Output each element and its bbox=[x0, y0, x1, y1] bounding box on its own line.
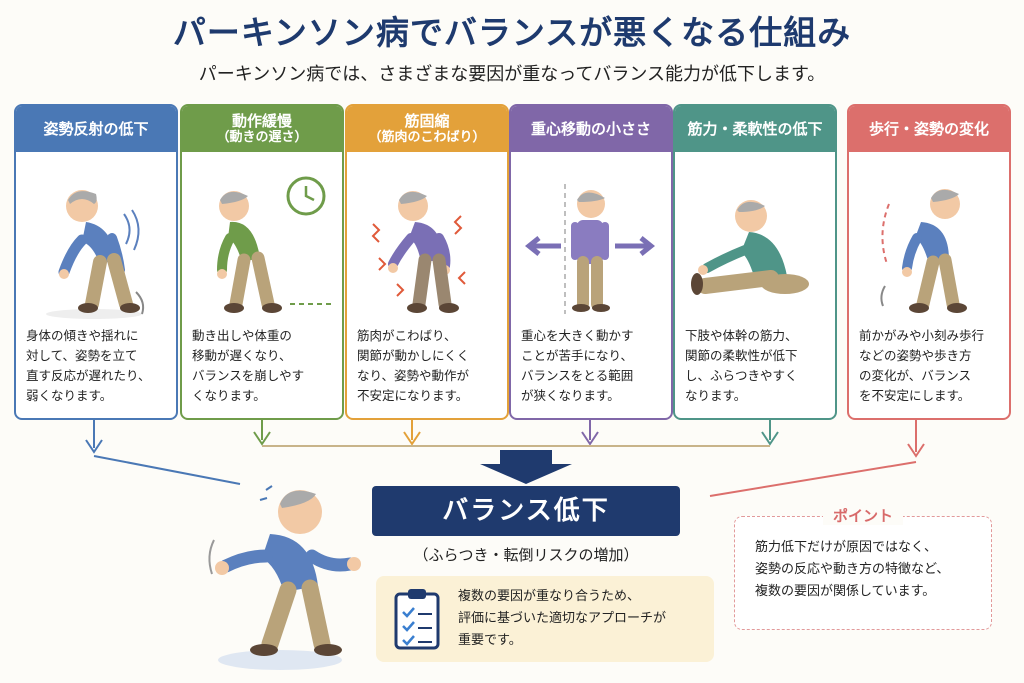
desc-line: 不安定になります。 bbox=[357, 388, 469, 403]
stiff-muscles-man-illustration bbox=[371, 191, 466, 313]
desc-line: なり、姿勢や動作が bbox=[357, 368, 470, 383]
factor-card-header: 筋固縮 （筋肉のこわばり） bbox=[347, 106, 507, 152]
note-line: 重要です。 bbox=[458, 633, 522, 648]
factor-title: 重心移動の小ささ bbox=[530, 119, 651, 138]
point-line: 複数の要因が関係しています。 bbox=[755, 584, 936, 599]
desc-line: し、ふらつきやすく bbox=[685, 368, 798, 383]
point-title: ポイント bbox=[822, 507, 903, 525]
desc-line: くなります。 bbox=[192, 388, 266, 403]
factor-card-gait-posture: 歩行・姿勢の変化 前かがみや小刻み歩行 などの姿勢や歩き方 の変化が、バランス … bbox=[847, 104, 1011, 420]
desc-line: ことが苦手になり、 bbox=[521, 348, 634, 363]
desc-line: 身体の傾きや揺れに bbox=[26, 328, 139, 343]
desc-line: バランスをとる範囲 bbox=[521, 368, 634, 383]
desc-line: 動き出しや体重の bbox=[192, 328, 292, 343]
factor-card-postural-reflex: 姿勢反射の低下 身体の傾きや揺れに 対して、姿勢を立て 直す反応が遅れたり、 弱… bbox=[14, 104, 178, 420]
factor-description: 動き出しや体重の 移動が遅くなり、 バランスを崩しやす くなります。 bbox=[192, 326, 338, 406]
page-subtitle: パーキンソン病では、さまざまな要因が重なってバランス能力が低下します。 bbox=[198, 64, 826, 85]
factor-description: 前かがみや小刻み歩行 などの姿勢や歩き方 の変化が、バランス を不安定にします。 bbox=[859, 326, 1005, 406]
factor-description: 身体の傾きや揺れに 対して、姿勢を立て 直す反応が遅れたり、 弱くなります。 bbox=[26, 326, 172, 406]
point-line: 姿勢の反応や動き方の特徴など、 bbox=[755, 562, 950, 577]
factor-card-weight-shift: 重心移動の小ささ 重心を大きく動かす ことが苦手になり、 バランスをとる範囲 が… bbox=[509, 104, 673, 420]
factor-title: 動作緩慢 bbox=[231, 111, 292, 130]
desc-line: 下肢や体幹の筋力、 bbox=[685, 328, 798, 343]
unsteady-elderly-man-illustration bbox=[208, 485, 361, 670]
desc-line: 弱くなります。 bbox=[26, 388, 113, 403]
factor-card-strength-flexibility: 筋力・柔軟性の低下 下肢や体幹の筋力、 関節の柔軟性が低下 し、ふらつきやすく … bbox=[673, 104, 837, 420]
factor-card-header: 筋力・柔軟性の低下 bbox=[675, 106, 835, 152]
balance-decline-box: バランス低下 bbox=[372, 486, 680, 536]
desc-line: なります。 bbox=[685, 388, 747, 403]
factor-card-header: 歩行・姿勢の変化 bbox=[849, 106, 1009, 152]
factor-subtitle: （筋肉のこわばり） bbox=[368, 130, 486, 146]
desc-line: などの姿勢や歩き方 bbox=[859, 348, 972, 363]
slow-walking-man-illustration bbox=[217, 176, 332, 313]
factor-card-bradykinesia: 動作緩慢 （動きの遅さ） 動き出しや体重の 移動が遅くなり、 バランスを崩しやす… bbox=[180, 104, 344, 420]
factor-description: 下肢や体幹の筋力、 関節の柔軟性が低下 し、ふらつきやすく なります。 bbox=[685, 326, 831, 406]
approach-note: 複数の要因が重なり合うため、 評価に基づいた適切なアプローチが 重要です。 bbox=[376, 576, 714, 662]
desc-line: 対して、姿勢を立て bbox=[26, 348, 138, 363]
point-text: 筋力低下だけが原因ではなく、 姿勢の反応や動き方の特徴など、 複数の要因が関係し… bbox=[755, 537, 985, 603]
note-line: 複数の要因が重なり合うため、 bbox=[458, 589, 641, 604]
factor-card-header: 姿勢反射の低下 bbox=[16, 106, 176, 152]
point-line: 筋力低下だけが原因ではなく、 bbox=[755, 540, 938, 555]
standing-man-weight-shift-illustration bbox=[524, 184, 656, 314]
desc-line: 前かがみや小刻み歩行 bbox=[859, 328, 985, 343]
desc-line: 関節の柔軟性が低下 bbox=[685, 348, 798, 363]
stooped-elderly-man-illustration bbox=[46, 190, 145, 319]
factor-description: 重心を大きく動かす ことが苦手になり、 バランスをとる範囲 が狭くなります。 bbox=[521, 326, 667, 406]
desc-line: 移動が遅くなり、 bbox=[192, 348, 292, 363]
factor-title: 筋力・柔軟性の低下 bbox=[687, 119, 823, 138]
factor-title: 姿勢反射の低下 bbox=[43, 119, 149, 138]
point-box: ポイント 筋力低下だけが原因ではなく、 姿勢の反応や動き方の特徴など、 複数の要… bbox=[734, 507, 992, 630]
forward-leaning-walk-illustration bbox=[880, 189, 967, 313]
factor-card-header: 重心移動の小ささ bbox=[511, 106, 671, 152]
page-title: パーキンソン病でバランスが悪くなる仕組み bbox=[172, 13, 852, 52]
desc-line: 重心を大きく動かす bbox=[521, 328, 634, 343]
desc-line: を不安定にします。 bbox=[859, 388, 971, 403]
down-arrow-icon bbox=[480, 450, 572, 484]
desc-line: 筋肉がこわばり、 bbox=[357, 328, 457, 343]
balance-decline-subtitle: （ふらつき・転倒リスクの増加） bbox=[413, 546, 639, 564]
note-line: 評価に基づいた適切なアプローチが bbox=[458, 611, 667, 626]
factor-title: 筋固縮 bbox=[404, 111, 450, 130]
factor-subtitle: （動きの遅さ） bbox=[216, 130, 308, 146]
factor-card-header: 動作緩慢 （動きの遅さ） bbox=[182, 106, 342, 152]
desc-line: の変化が、バランス bbox=[859, 368, 972, 383]
factor-card-rigidity: 筋固縮 （筋肉のこわばり） 筋肉がこわばり、 関節が動かしにくく なり、姿勢や動… bbox=[345, 104, 509, 420]
note-text: 複数の要因が重なり合うため、 評価に基づいた適切なアプローチが 重要です。 bbox=[458, 586, 708, 652]
desc-line: が狭くなります。 bbox=[521, 388, 620, 403]
desc-line: 直す反応が遅れたり、 bbox=[26, 368, 151, 383]
clipboard-checklist-icon bbox=[394, 589, 440, 650]
desc-line: 関節が動かしにくく bbox=[357, 348, 470, 363]
sitting-stretch-man-illustration bbox=[691, 200, 809, 295]
factor-title: 歩行・姿勢の変化 bbox=[868, 119, 989, 138]
desc-line: バランスを崩しやす bbox=[192, 368, 305, 383]
factor-description: 筋肉がこわばり、 関節が動かしにくく なり、姿勢や動作が 不安定になります。 bbox=[357, 326, 503, 406]
